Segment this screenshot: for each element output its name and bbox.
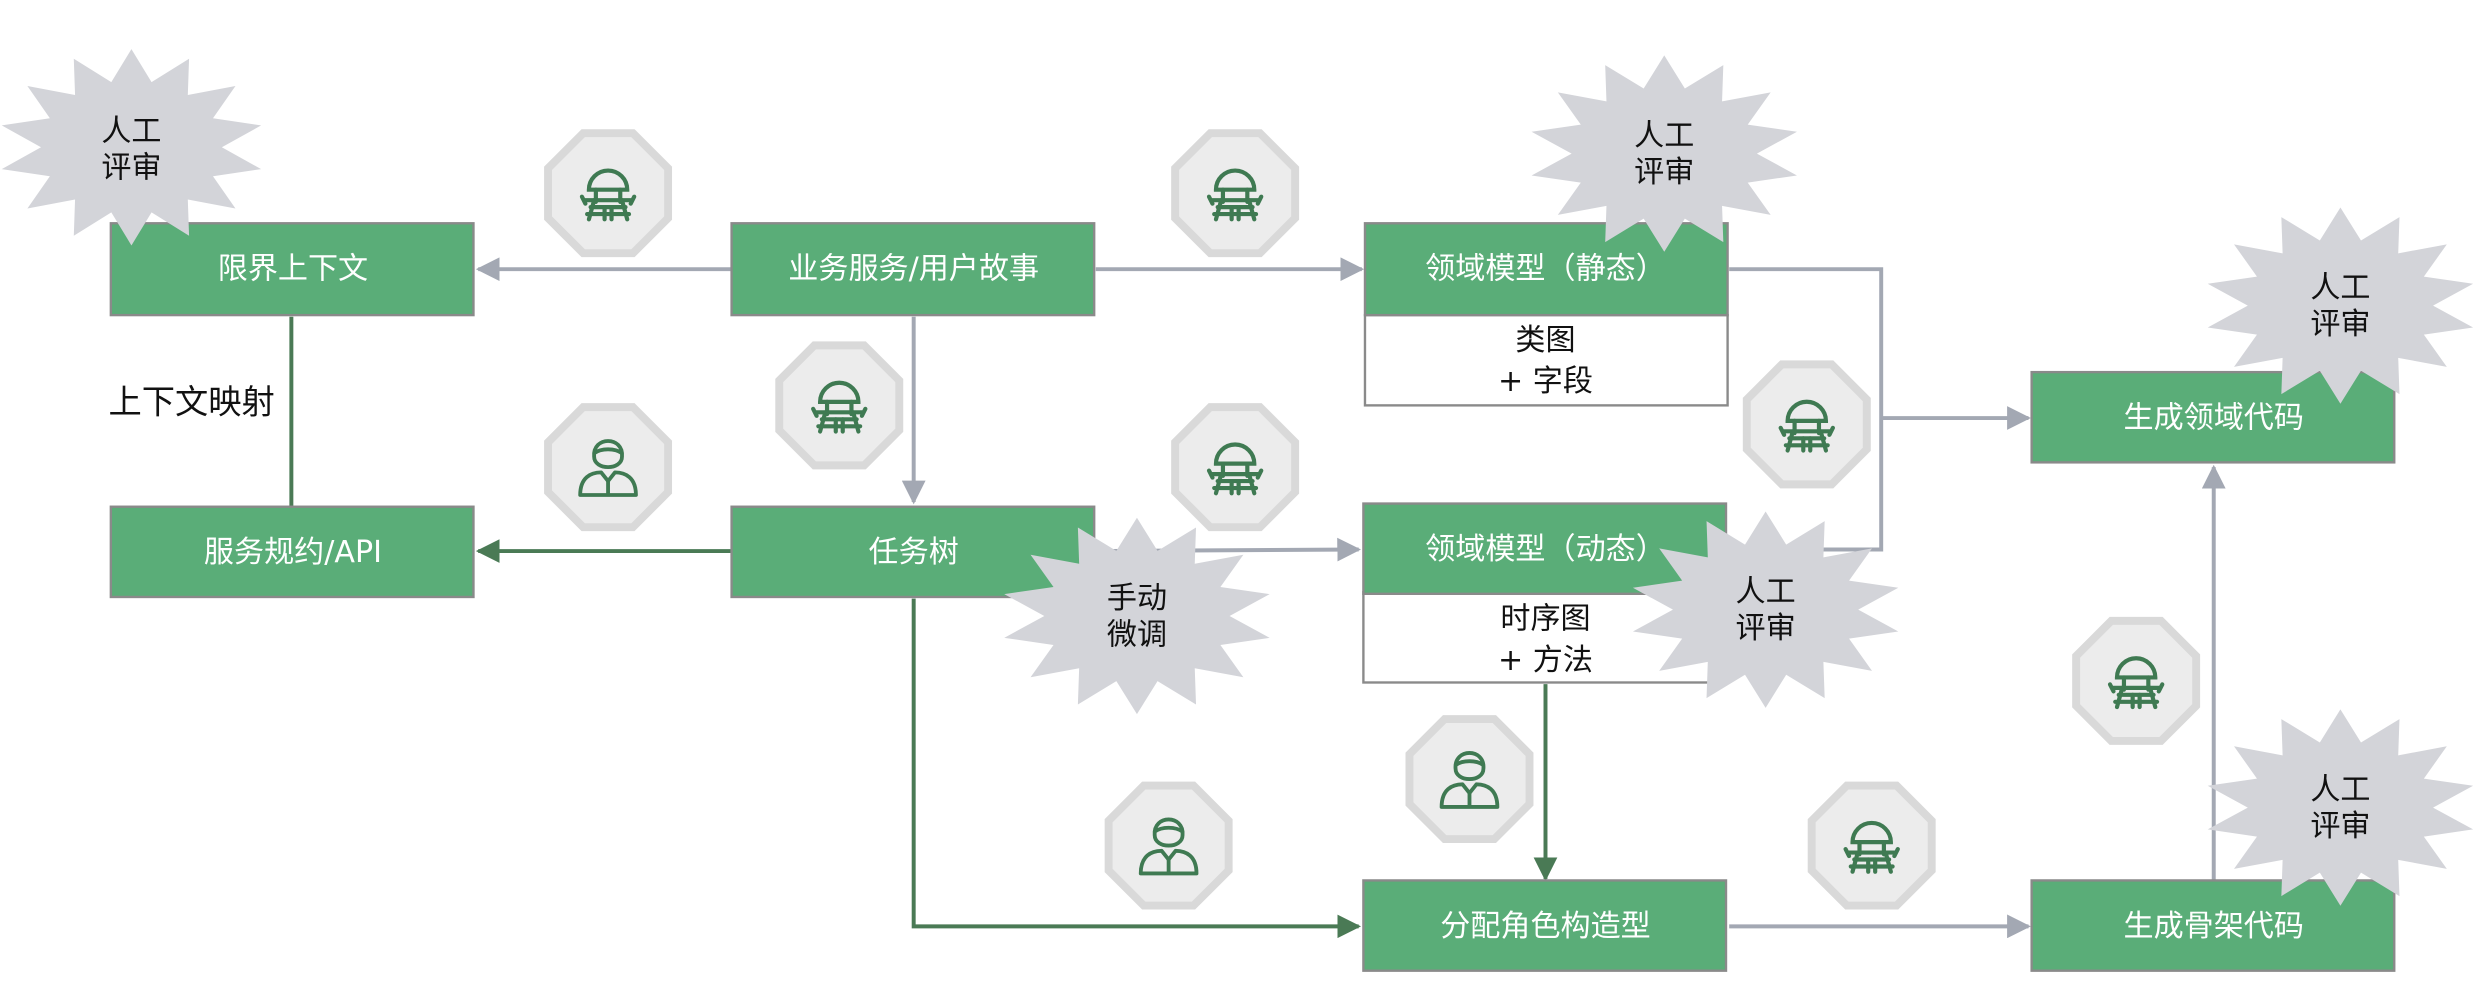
box-bounded-context-label: 限界上下文 [218, 252, 368, 287]
burst-shape [1632, 511, 1899, 708]
badge-octagon [1742, 360, 1871, 489]
burst-manual: 手动 微调 [1004, 517, 1270, 715]
context-mapping-label: 上下文映射 [108, 382, 274, 421]
box-assign-roles-label: 分配角色构造型 [1440, 909, 1651, 944]
box-business-service: 业务服务/用户故事 [730, 222, 1096, 317]
burst-review-2-line1: 人工 [1634, 119, 1694, 154]
burst-review-2-line2: 评审 [1634, 155, 1694, 190]
badge-octagon [2072, 616, 2201, 745]
burst-shape [1531, 55, 1797, 252]
edge-static-to-gen-domain [1729, 267, 1884, 419]
box-domain-dynamic-sub1: 时序图 [1500, 602, 1590, 637]
box-domain-static: 领域模型（静态） 类图 + 字段 [1363, 222, 1729, 407]
badge-person-1 [544, 403, 673, 532]
badge-octagon [1807, 781, 1936, 910]
burst-manual-line2: 微调 [1107, 617, 1167, 652]
burst-shape [1004, 517, 1270, 715]
burst-review-3-line2: 评审 [2310, 307, 2370, 342]
box-gen-skeleton-code: 生成骨架代码 [2030, 879, 2396, 972]
burst-shape [1, 49, 262, 246]
badge-robot-3 [775, 341, 904, 470]
badge-person-3 [1104, 781, 1233, 910]
box-gen-skeleton-code-label: 生成骨架代码 [2123, 909, 2303, 944]
box-gen-domain-code-label: 生成领域代码 [2123, 401, 2303, 436]
box-assign-roles: 分配角色构造型 [1362, 879, 1728, 972]
burst-shape [2207, 709, 2474, 906]
burst-review-1-line2: 评审 [101, 150, 161, 185]
burst-shape [2207, 207, 2474, 404]
badge-octagon [1171, 403, 1300, 532]
badge-robot-1 [544, 129, 673, 258]
bursts: 人工 评审 人工 评审 人工 评审 手动 微调 人工 评审 人工 评审 [1, 49, 2474, 906]
box-service-contract: 服务规约/API [109, 505, 475, 599]
badge-robot-2 [1171, 129, 1300, 258]
badge-octagon [1171, 129, 1300, 258]
burst-review-5-line2: 评审 [2310, 809, 2370, 844]
box-domain-static-label: 领域模型（静态） [1425, 252, 1666, 287]
box-task-tree: 任务树 [730, 505, 1096, 599]
box-bounded-context: 限界上下文 [109, 222, 475, 317]
badge-octagon [775, 341, 904, 470]
burst-review-3: 人工 评审 [2207, 207, 2474, 404]
badge-robot-5 [1742, 360, 1871, 489]
burst-review-1: 人工 评审 [1, 49, 262, 246]
box-service-contract-label: 服务规约/API [204, 535, 382, 570]
burst-review-2: 人工 评审 [1531, 55, 1797, 252]
edge-task-to-assign-roles [911, 598, 1362, 939]
box-task-tree-label: 任务树 [869, 535, 959, 570]
burst-review-4-line2: 评审 [1736, 611, 1796, 646]
burst-review-4: 人工 评审 [1632, 511, 1899, 708]
box-business-service-label: 业务服务/用户故事 [788, 252, 1039, 287]
burst-review-4-line1: 人工 [1736, 575, 1796, 610]
box-domain-static-sub2: + 字段 [1498, 364, 1593, 399]
badge-person-2 [1405, 715, 1534, 844]
burst-review-3-line1: 人工 [2310, 271, 2370, 306]
badges [544, 129, 2201, 910]
burst-manual-line1: 手动 [1107, 581, 1167, 616]
box-domain-dynamic-sub2: + 方法 [1498, 643, 1593, 678]
burst-review-5: 人工 评审 [2207, 709, 2474, 906]
badge-robot-6 [2072, 616, 2201, 745]
badge-robot-7 [1807, 781, 1936, 910]
badge-robot-4 [1171, 403, 1300, 532]
box-domain-static-sub1: 类图 [1515, 323, 1575, 358]
badge-octagon [544, 129, 673, 258]
burst-review-5-line1: 人工 [2310, 773, 2370, 808]
box-domain-dynamic-label: 领域模型（动态） [1425, 532, 1666, 567]
burst-review-1-line1: 人工 [101, 114, 161, 149]
